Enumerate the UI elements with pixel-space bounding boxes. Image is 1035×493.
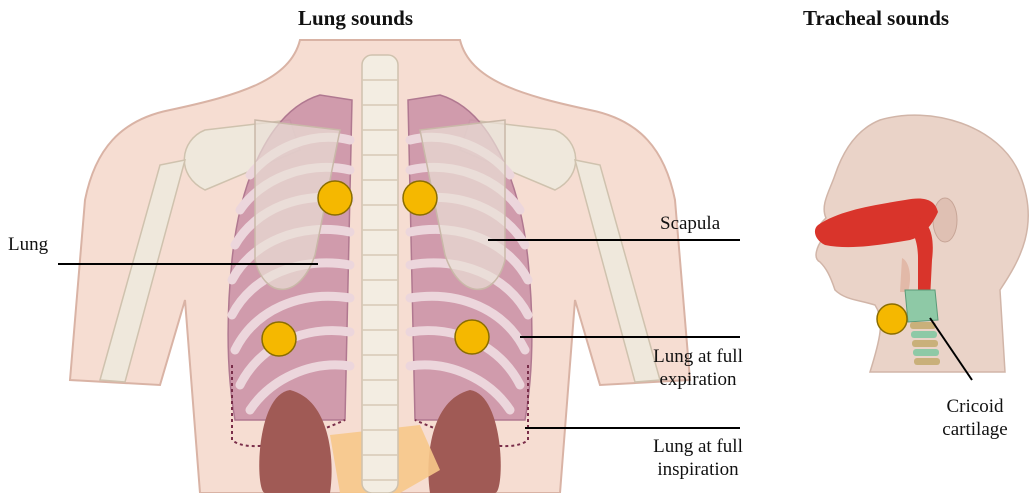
torso-back-view	[58, 40, 740, 493]
lung-full-inspiration-label: Lung at full inspiration	[636, 435, 760, 481]
auscultation-point-lower-left	[262, 322, 296, 356]
auscultation-point-upper-left	[318, 181, 352, 215]
cricoid-cartilage-label: Cricoid cartilage	[930, 395, 1020, 441]
lung-label: Lung	[8, 233, 48, 256]
larynx-cartilage	[905, 290, 938, 322]
lung-full-expiration-line2: expiration	[636, 368, 760, 391]
scapula-label: Scapula	[660, 212, 720, 235]
auscultation-point-upper-right	[403, 181, 437, 215]
cricoid-line1: Cricoid	[930, 395, 1020, 418]
tracheal-sounds-title: Tracheal sounds	[803, 6, 949, 31]
ear	[933, 198, 957, 242]
lung-full-expiration-line1: Lung at full	[636, 345, 760, 368]
head-lateral-view	[790, 110, 1035, 380]
auscultation-point-trachea	[877, 304, 907, 334]
lung-full-inspiration-line2: inspiration	[636, 458, 760, 481]
lung-full-inspiration-line1: Lung at full	[636, 435, 760, 458]
cricoid-line2: cartilage	[930, 418, 1020, 441]
spine	[362, 55, 398, 493]
lung-full-expiration-label: Lung at full expiration	[636, 345, 760, 391]
auscultation-point-lower-right	[455, 320, 489, 354]
lung-sounds-title: Lung sounds	[298, 6, 413, 31]
